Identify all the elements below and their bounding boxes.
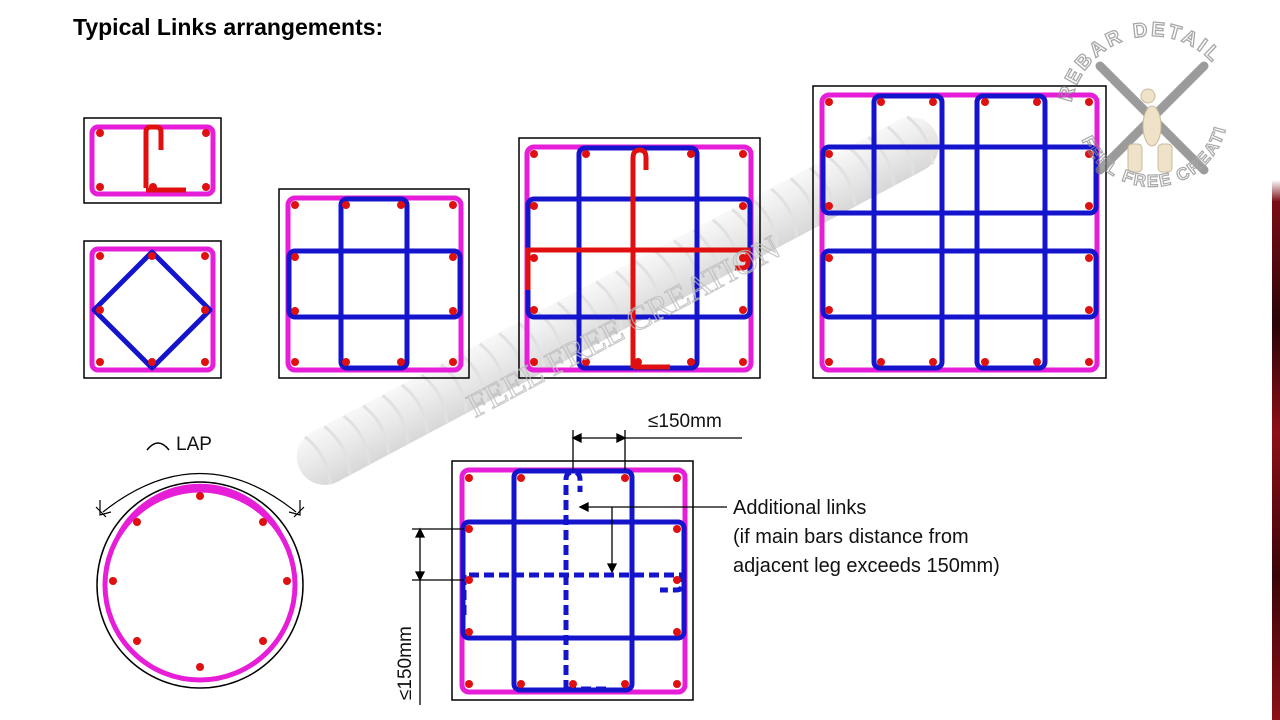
- rebar-rib: [323, 425, 352, 475]
- additional-link-horizontal: [461, 572, 685, 615]
- vertical-link: [511, 468, 635, 693]
- rebar-rib: [517, 321, 546, 371]
- section-outline: [518, 137, 761, 379]
- horizontal-link-1: [820, 144, 1099, 216]
- main-bars: [96, 129, 210, 191]
- rebar-rib: [750, 198, 779, 248]
- rebar-rib: [711, 218, 740, 268]
- section-a-single-link: [83, 117, 222, 204]
- main-bars: [465, 474, 681, 688]
- rebar-rib: [653, 249, 682, 299]
- main-bars: [109, 492, 291, 671]
- section-b-diamond-link: [83, 240, 222, 379]
- lap-arrow: [102, 472, 297, 513]
- perimeter-link: [285, 195, 464, 373]
- main-bars: [291, 201, 457, 366]
- cross-link-vertical: [630, 147, 649, 368]
- additional-links-leader: [578, 501, 727, 574]
- rebar-rib: [498, 332, 527, 382]
- rebar-rib: [304, 435, 332, 485]
- spacing-label-vertical: ≤150mm: [395, 626, 416, 700]
- cross-link-horizontal: [525, 247, 751, 290]
- section-outline: [451, 460, 694, 701]
- additional-links-label: Additional links: [733, 497, 866, 519]
- rebar-rib: [401, 383, 429, 433]
- main-bars: [530, 150, 747, 366]
- rebar-rib: [906, 115, 935, 165]
- rebar-rib: [770, 187, 799, 237]
- spacing-dimension-vertical: [412, 527, 464, 705]
- rebar-rib: [478, 342, 507, 392]
- section-f-circular: LAP: [95, 434, 305, 689]
- perimeter-link: [819, 92, 1100, 373]
- vertical-link: [338, 196, 410, 371]
- main-bars: [825, 98, 1093, 366]
- section-outline: [812, 85, 1107, 379]
- rebar-rib: [342, 414, 371, 464]
- rebar-rib: [595, 280, 624, 330]
- rebar-detail-logo: REBAR DETAIL FEEL FREE CREATION: [1054, 18, 1229, 191]
- rebar-rib: [459, 352, 488, 402]
- rebar-rib: [828, 156, 857, 206]
- slide-edge-strip: [1272, 0, 1280, 720]
- lap-symbol-icon: [146, 442, 170, 451]
- section-d-cross-links: [518, 137, 761, 379]
- diamond-link: [91, 249, 213, 371]
- rebar-rib: [362, 404, 391, 454]
- section-outline: [278, 188, 470, 379]
- section-outline: [83, 117, 222, 204]
- spiral-link: [102, 487, 298, 683]
- additional-links-note-2: adjacent leg exceeds 150mm): [733, 555, 1000, 577]
- horizontal-link: [460, 519, 687, 641]
- spacing-label-horizontal: ≤150mm: [648, 411, 722, 432]
- section-outline: [83, 240, 222, 379]
- additional-links-note-1: (if main bars distance from: [733, 526, 969, 548]
- rebar-rib: [556, 301, 585, 351]
- vertical-link-2: [974, 93, 1048, 371]
- section-c-grid-links: [278, 188, 470, 379]
- section-g-additional-links: ≤150mm ≤150mm Additional links (if main …: [395, 411, 1000, 705]
- slide-title: Typical Links arrangements:: [73, 14, 384, 40]
- hook-link: [143, 124, 164, 188]
- section-outline: [96, 481, 304, 689]
- rebar-rib: [789, 177, 818, 227]
- vertical-link-1: [871, 93, 945, 371]
- perimeter-link: [89, 246, 216, 373]
- main-bars: [96, 252, 209, 366]
- rebar-rib: [634, 260, 663, 309]
- section-e-multi-grid-links: [812, 85, 1107, 379]
- lap-label: LAP: [176, 434, 212, 455]
- rebar-rib: [381, 394, 410, 444]
- additional-link-vertical: [563, 469, 583, 690]
- svg-text:REBAR DETAIL: REBAR DETAIL: [1055, 19, 1226, 104]
- perimeter-link: [459, 467, 688, 695]
- logo-top-text: REBAR DETAIL: [1054, 18, 1224, 105]
- horizontal-link-2: [820, 248, 1099, 320]
- horizontal-link: [286, 248, 463, 320]
- spacing-dimension-horizontal: [571, 430, 742, 470]
